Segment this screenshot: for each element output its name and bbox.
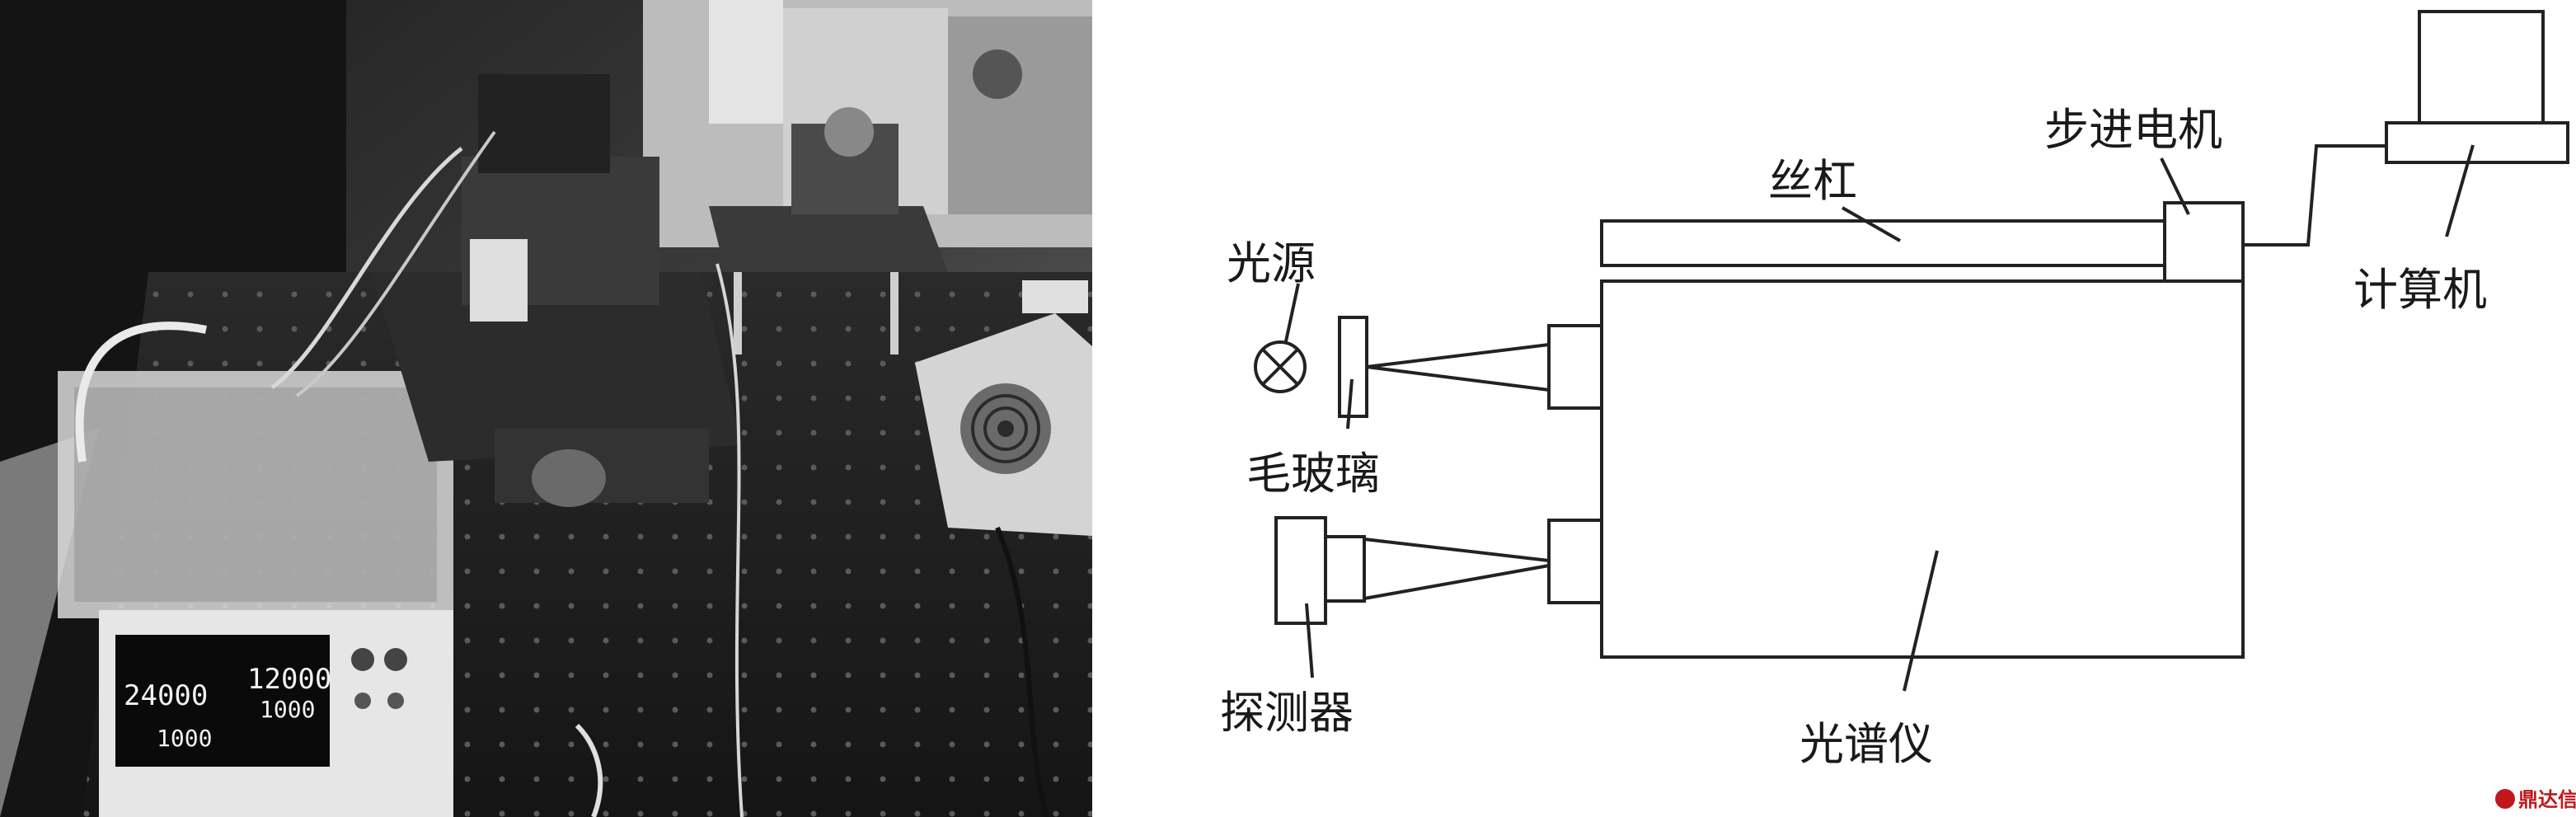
power-supply: 24000 12000 1000 1000 (58, 371, 453, 817)
computer-base (2385, 121, 2569, 164)
readout-right: 12000 (247, 663, 331, 696)
readout-right-sub: 1000 (260, 696, 315, 723)
label-computer: 计算机 (2353, 264, 2487, 316)
label-detector: 探测器 (1220, 687, 1354, 739)
readout-left: 24000 (124, 679, 208, 712)
lead-screw (1600, 219, 2166, 267)
rear-platform (709, 107, 948, 355)
detector-head (1324, 535, 1366, 603)
ground-glass (1338, 316, 1368, 418)
spectrometer (1600, 279, 2245, 659)
watermark-badge-icon (2495, 789, 2515, 809)
label-spectrometer: 光谱仪 (1799, 718, 1933, 770)
readout-left-sub: 1000 (157, 725, 212, 752)
watermark-text: 鼎达信 (2518, 788, 2576, 811)
label-lead-screw: 丝杠 (1768, 155, 1857, 207)
computer-monitor (2418, 10, 2545, 124)
watermark-logo: 鼎达信 (2495, 788, 2576, 811)
stepper-motor (2163, 201, 2245, 283)
label-light-source: 光源 (1227, 237, 1316, 289)
translation-stage (371, 74, 742, 507)
setup-photo: 24000 12000 1000 1000 (0, 0, 1092, 817)
input-port-upper (1547, 324, 1603, 410)
label-ground-glass: 毛玻璃 (1246, 448, 1380, 500)
fan-unit (915, 280, 1092, 536)
detector-body (1274, 516, 1327, 625)
label-stepper-motor: 步进电机 (2044, 104, 2222, 156)
input-port-lower (1547, 519, 1603, 604)
lamp-x-icon (1254, 340, 1307, 393)
